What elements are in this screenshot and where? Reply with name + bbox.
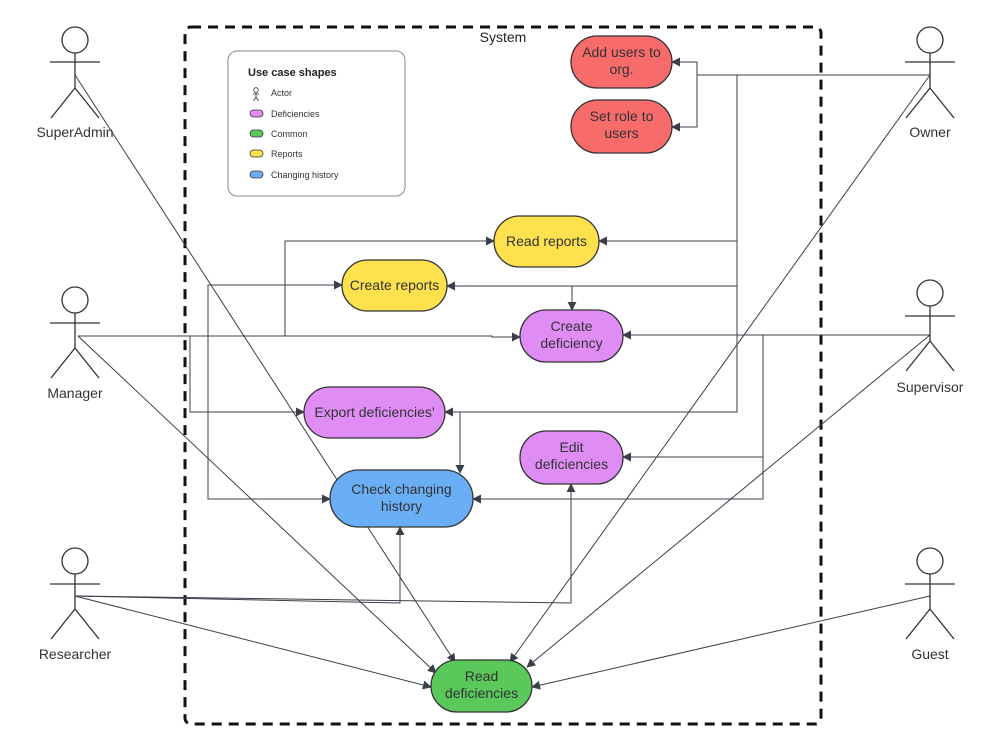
connector-supervisor-check-history [472,457,764,504]
actor-manager-figure-icon [50,286,100,379]
connector-researcher-check-history [74,526,405,604]
connector-owner-read-reports [598,74,930,246]
connector-owner-read-def [509,74,931,663]
system-label: System [480,29,527,45]
usecase-create-deficiency[interactable]: Create deficiency [519,309,624,363]
legend-title: Use case shapes [248,67,337,79]
connector-researcher-edit-def [74,483,576,604]
usecase-edit-def-label-2: deficiencies [535,456,608,472]
legend: Use case shapes Actor Deficiencies Commo… [227,50,406,197]
connector-supervisor-read-def [526,334,931,668]
usecase-set-role-label-2: users [604,125,638,141]
actor-superadmin-label: SuperAdmin [36,124,113,140]
connector-manager-create-def [78,332,521,342]
usecase-read-reports-label: Read reports [506,233,587,249]
legend-label-common: Common [271,129,308,139]
usecase-create-def-label-1: Create [550,318,592,334]
usecase-check-history-label-2: history [381,498,422,514]
usecase-create-reports[interactable]: Create reports [341,259,448,312]
usecase-create-def-label-2: deficiency [540,335,602,351]
usecase-add-users-to-org[interactable]: Add users to org. [570,35,673,89]
legend-swatch-deficiencies [249,109,264,118]
connector-researcher-read-def [74,595,432,690]
legend-swatch-common [249,129,264,138]
connector-owner-export [444,286,738,417]
connector-owner-create-def [567,241,738,311]
actor-guest[interactable]: Guest [905,547,955,662]
actor-owner[interactable]: Owner [905,26,955,140]
connector-guest-read-def [531,595,931,690]
actor-supervisor[interactable]: Supervisor [897,279,964,395]
usecase-read-def-label-1: Read [465,668,498,684]
connector-supervisor-edit-def [622,334,907,462]
actor-owner-label: Owner [909,124,951,140]
usecase-create-reports-label: Create reports [350,277,439,293]
legend-swatch-reports [249,149,264,158]
usecase-add-users-label-1: Add users to [582,44,661,60]
connector-owner-set-role [671,75,698,132]
connector-manager-export [189,336,305,417]
usecase-check-history-label-1: Check changing [351,481,451,497]
actor-manager[interactable]: Manager [47,286,103,401]
actor-researcher[interactable]: Researcher [39,547,112,662]
usecase-set-role-to-users[interactable]: Set role to users [570,99,673,154]
connector-manager-check-history [207,336,331,504]
actor-supervisor-figure-icon [905,279,955,372]
usecase-edit-deficiencies[interactable]: Edit deficiencies [519,430,624,485]
legend-label-changing-history: Changing history [271,170,339,180]
legend-label-deficiencies: Deficiencies [271,109,320,119]
usecase-edit-def-label-1: Edit [559,439,583,455]
connector-manager-read-def [77,335,437,674]
actor-researcher-figure-icon [50,547,100,640]
legend-swatch-changing-history [249,170,264,179]
usecase-read-deficiencies[interactable]: Read deficiencies [430,659,533,713]
usecase-read-def-label-2: deficiencies [445,685,518,701]
connector-owner-add-users [671,57,698,75]
legend-label-reports: Reports [271,149,303,159]
actor-owner-figure-icon [905,26,955,119]
actor-researcher-label: Researcher [39,646,112,662]
usecase-export-deficiencies[interactable]: Export deficiencies' [303,386,446,439]
legend-actor-icon [253,87,259,102]
usecase-export-def-label: Export deficiencies' [314,404,434,420]
usecase-add-users-label-2: org. [609,61,633,77]
legend-box [227,50,406,197]
usecase-set-role-label-1: Set role to [590,108,654,124]
actor-guest-label: Guest [911,646,948,662]
actor-superadmin[interactable]: SuperAdmin [36,26,114,140]
actor-guest-figure-icon [905,547,955,640]
connector-manager-create-reports [207,280,343,336]
connector-superadmin-read-def [74,74,456,663]
legend-label-actor: Actor [271,88,292,98]
system-boundary [183,25,823,726]
actor-supervisor-label: Supervisor [897,379,964,395]
usecase-check-changing-history[interactable]: Check changing history [329,469,474,528]
connectors [74,57,931,690]
usecase-read-reports[interactable]: Read reports [493,215,600,268]
actor-manager-label: Manager [47,385,103,401]
actor-superadmin-figure-icon [50,26,100,119]
